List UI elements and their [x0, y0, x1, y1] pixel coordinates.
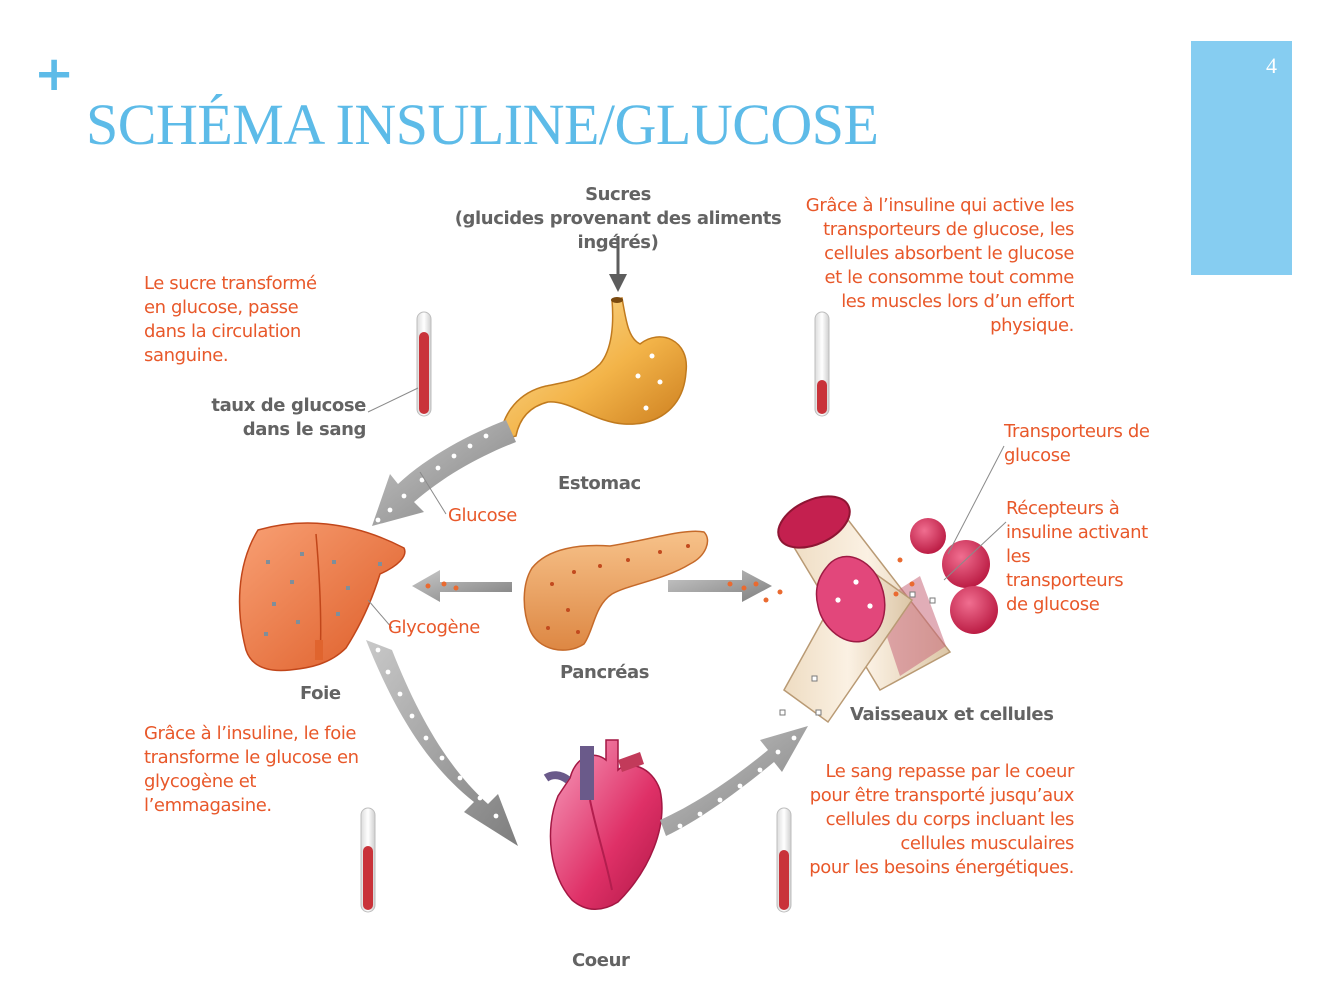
liver-illustration	[238, 522, 406, 672]
sucres-label: Sucres	[585, 184, 651, 205]
blood-note: Le sucre transformé en glucose, passe da…	[144, 273, 317, 366]
leader-lines	[367, 387, 1007, 629]
page-number: 4	[1266, 53, 1277, 78]
coeur-label: Coeur	[572, 950, 630, 971]
sucres-down-arrow	[609, 236, 627, 292]
test-tubes	[360, 311, 830, 913]
estomac-label: Estomac	[558, 473, 641, 494]
heart-note: Le sang repasse par le coeur pour être t…	[809, 761, 1074, 878]
sucres-subtitle: (glucides provenant des aliments ingérés…	[454, 208, 782, 253]
liver-note: Grâce à l’insuline, le foie transforme l…	[144, 723, 359, 816]
taux-label: taux de glucose dans le sang	[211, 395, 366, 440]
foie-label: Foie	[300, 683, 341, 704]
transporteurs-label: Transporteurs de glucose	[1004, 421, 1150, 466]
stomach-illustration	[499, 297, 687, 441]
glucose-label: Glucose	[448, 505, 517, 526]
heart-illustration	[543, 739, 663, 910]
vaisseaux-label: Vaisseaux et cellules	[850, 704, 1054, 725]
cells-note: Grâce à l’insuline qui active les transp…	[805, 195, 1075, 336]
pancreas-illustration	[523, 530, 709, 651]
page-number-box: 4	[1191, 41, 1292, 275]
slide-plus-marker: +	[34, 46, 75, 102]
pancreas-label: Pancréas	[560, 662, 650, 683]
slide-title: SCHÉMA INSULINE/GLUCOSE	[86, 92, 879, 157]
flow-arrows	[366, 420, 808, 846]
vessels-and-cells-illustration	[763, 495, 998, 724]
recepteurs-label: Récepteurs à insuline activant les trans…	[1006, 498, 1148, 615]
glycogene-label: Glycogène	[388, 617, 480, 638]
